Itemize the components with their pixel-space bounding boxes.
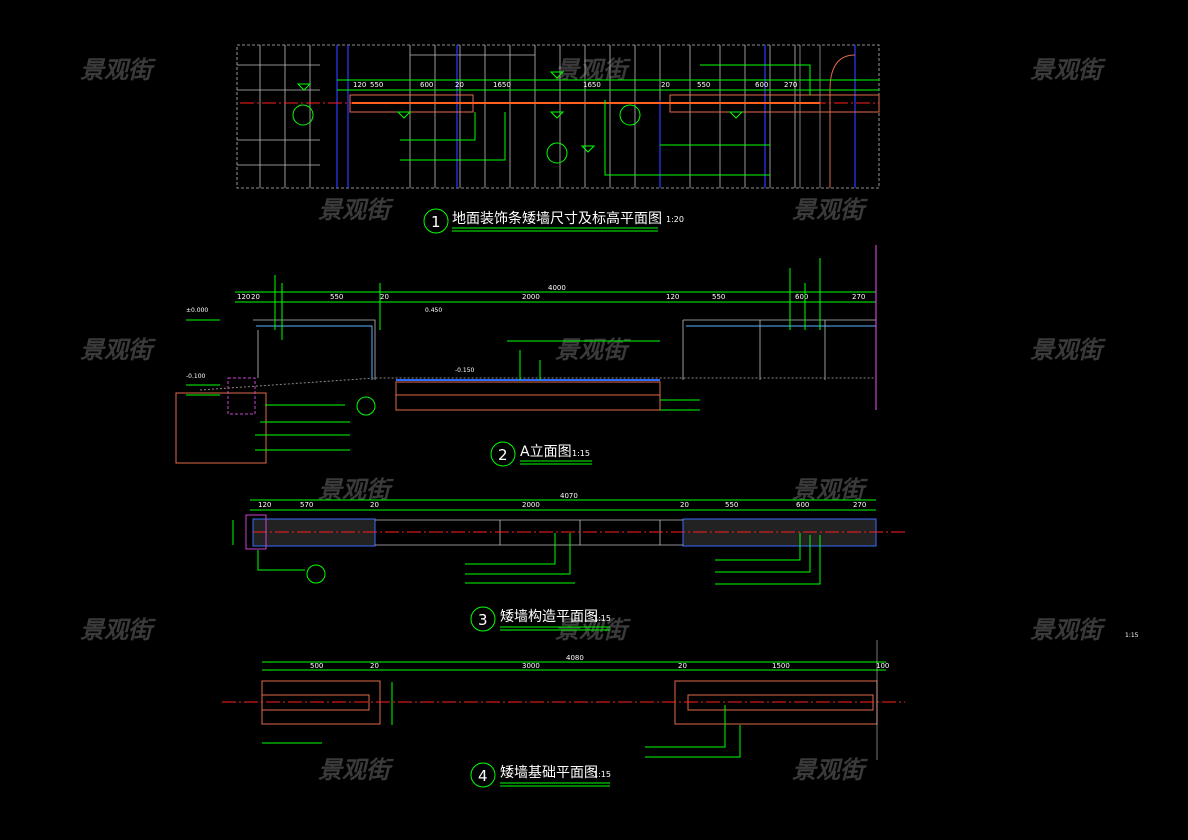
dim-label: 120 bbox=[353, 81, 366, 89]
dim-label: 20 bbox=[380, 293, 389, 301]
dim-label: 270 bbox=[853, 501, 866, 509]
dim-label: 1500 bbox=[772, 662, 790, 670]
watermark: 景观街 bbox=[555, 56, 631, 84]
dim-label: 570 bbox=[300, 501, 313, 509]
watermark: 景观街 bbox=[318, 756, 394, 784]
drawing-title: 地面装饰条矮墙尺寸及标高平面图 bbox=[452, 210, 662, 227]
watermark: 景观街 bbox=[1030, 336, 1106, 364]
watermark: 景观街 bbox=[555, 336, 631, 364]
dim-label: 600 bbox=[755, 81, 768, 89]
drawing-title: 矮墙构造平面图 bbox=[500, 609, 598, 625]
dim-label: 20 bbox=[661, 81, 670, 89]
drawing-2-elevation: 4000 120 20 550 20 2000 120 550 600 270 … bbox=[175, 245, 877, 467]
drawing-number: 2 bbox=[498, 446, 508, 464]
dim-label: 500 bbox=[310, 662, 323, 670]
level-label: ±0.000 bbox=[186, 307, 208, 314]
drawing-title: A立面图 bbox=[520, 444, 572, 460]
dim-label: 600 bbox=[420, 81, 433, 89]
dim-label: 120 bbox=[258, 501, 271, 509]
dim-label: 20 bbox=[678, 662, 687, 670]
dim-label: 550 bbox=[697, 81, 710, 89]
dim-label: 3000 bbox=[522, 662, 540, 670]
drawing-4-foundation-plan: 4080 500 20 3000 20 1500 100 4 矮墙基础平面图 1… bbox=[222, 640, 905, 788]
watermark: 景观街 bbox=[80, 56, 156, 84]
drawing-title: 矮墙基础平面图 bbox=[500, 764, 598, 781]
drawing-number: 1 bbox=[431, 213, 441, 231]
side-scale-note: 1:15 bbox=[1125, 632, 1139, 639]
dim-total: 4070 bbox=[560, 492, 578, 500]
dim-label: 270 bbox=[784, 81, 797, 89]
watermark: 景观街 bbox=[318, 476, 394, 504]
dim-label: 600 bbox=[795, 293, 808, 301]
level-label: 0.450 bbox=[425, 307, 442, 314]
dim-label: 550 bbox=[330, 293, 343, 301]
drawing-number: 3 bbox=[478, 611, 488, 629]
dim-label: 1650 bbox=[493, 81, 511, 89]
dim-label: 2000 bbox=[522, 293, 540, 301]
level-label: -0.100 bbox=[186, 373, 206, 380]
drawing-scale: 1:15 bbox=[572, 449, 590, 458]
watermark: 景观街 bbox=[792, 476, 868, 504]
dim-label: 1650 bbox=[583, 81, 601, 89]
dim-label: 100 bbox=[876, 662, 889, 670]
drawing-scale: 1:15 bbox=[593, 770, 611, 779]
watermark: 景观街 bbox=[792, 196, 868, 224]
level-label: -0.150 bbox=[455, 367, 475, 374]
dim-total: 4000 bbox=[548, 284, 566, 292]
dim-total: 4080 bbox=[566, 654, 584, 662]
dim-label: 20 bbox=[680, 501, 689, 509]
dim-label: 20 bbox=[370, 501, 379, 509]
drawing-scale: 1:15 bbox=[593, 614, 611, 623]
dim-label: 120 bbox=[666, 293, 679, 301]
watermark: 景观街 bbox=[80, 336, 156, 364]
drawing-1-plan: 120 550 600 20 1650 1650 20 550 600 270 … bbox=[236, 44, 880, 234]
dim-label: 120 bbox=[237, 293, 250, 301]
watermark: 景观街 bbox=[1030, 616, 1106, 644]
watermark: 景观街 bbox=[1030, 56, 1106, 84]
drawing-scale: 1:20 bbox=[666, 215, 684, 224]
dim-label: 600 bbox=[796, 501, 809, 509]
watermarks: 景观街 景观街 景观街 景观街 景观街 景观街 景观街 景观街 景观街 景观街 … bbox=[80, 56, 1106, 784]
dim-label: 20 bbox=[455, 81, 464, 89]
dim-label: 20 bbox=[251, 293, 260, 301]
watermark: 景观街 bbox=[318, 196, 394, 224]
dim-label: 20 bbox=[370, 662, 379, 670]
dim-label: 550 bbox=[712, 293, 725, 301]
dim-label: 550 bbox=[370, 81, 383, 89]
dim-label: 2000 bbox=[522, 501, 540, 509]
watermark: 景观街 bbox=[80, 616, 156, 644]
watermark: 景观街 bbox=[792, 756, 868, 784]
dim-label: 270 bbox=[852, 293, 865, 301]
drawing-3-construction-plan: 4070 120 570 20 2000 20 550 600 270 3 矮墙… bbox=[232, 492, 905, 632]
drawing-number: 4 bbox=[478, 767, 488, 785]
dim-label: 550 bbox=[725, 501, 738, 509]
